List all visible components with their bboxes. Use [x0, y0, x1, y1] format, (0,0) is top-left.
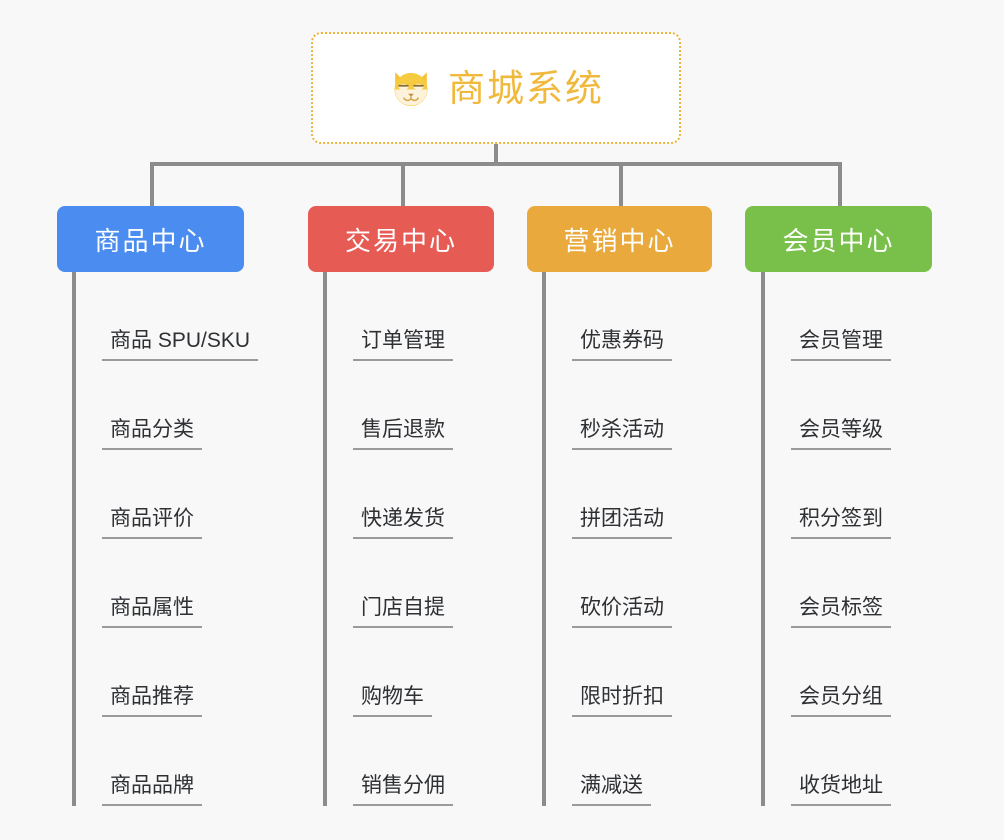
connector-drop-2	[401, 162, 405, 206]
list-item-label: 商品评价	[102, 508, 202, 539]
branch-2-trunk	[323, 272, 327, 806]
list-item[interactable]: 满减送	[542, 717, 651, 806]
list-item[interactable]: 商品 SPU/SKU	[72, 272, 259, 361]
list-item-label: 购物车	[353, 686, 432, 717]
category-header-3-label: 营销中心	[563, 225, 676, 256]
list-item-label: 销售分佣	[353, 775, 453, 806]
list-item[interactable]: 秒杀活动	[542, 361, 672, 450]
category-header-2[interactable]: 交易中心	[308, 206, 494, 272]
list-item-label: 商品属性	[102, 597, 202, 628]
category-header-3[interactable]: 营销中心	[527, 206, 712, 272]
category-header-2-label: 交易中心	[344, 225, 457, 256]
list-item[interactable]: 销售分佣	[323, 717, 453, 806]
category-header-1[interactable]: 商品中心	[57, 206, 244, 272]
connector-drop-3	[619, 162, 623, 206]
list-item[interactable]: 优惠券码	[542, 272, 672, 361]
list-item-label: 满减送	[572, 775, 651, 806]
list-item[interactable]: 拼团活动	[542, 450, 672, 539]
list-item[interactable]: 商品属性	[72, 539, 202, 628]
branch-3-trunk	[542, 272, 546, 806]
branch-1-trunk	[72, 272, 76, 806]
list-item-label: 快递发货	[353, 508, 453, 539]
list-item-label: 售后退款	[353, 419, 453, 450]
list-item[interactable]: 收货地址	[761, 717, 891, 806]
list-item[interactable]: 会员管理	[761, 272, 891, 361]
list-item-label: 优惠券码	[572, 330, 672, 361]
list-item[interactable]: 订单管理	[323, 272, 453, 361]
category-header-4-label: 会员中心	[782, 225, 895, 256]
list-item-label: 订单管理	[353, 330, 453, 361]
list-item[interactable]: 商品推荐	[72, 628, 202, 717]
branch-4-trunk	[761, 272, 765, 806]
list-item[interactable]: 积分签到	[761, 450, 891, 539]
list-item-label: 秒杀活动	[572, 419, 672, 450]
list-item[interactable]: 限时折扣	[542, 628, 672, 717]
list-item[interactable]: 商品品牌	[72, 717, 202, 806]
connector-root-stem	[494, 144, 498, 164]
root-title: 商城系统	[448, 67, 604, 109]
list-item-label: 商品 SPU/SKU	[102, 330, 259, 361]
root-node[interactable]: 商城系统	[311, 32, 681, 144]
list-item-label: 会员标签	[791, 597, 891, 628]
list-item[interactable]: 会员标签	[761, 539, 891, 628]
list-item-label: 门店自提	[353, 597, 453, 628]
list-item[interactable]: 商品评价	[72, 450, 202, 539]
category-header-1-label: 商品中心	[94, 225, 207, 256]
connector-horizontal-bus	[150, 162, 840, 166]
list-item[interactable]: 购物车	[323, 628, 432, 717]
list-item-label: 商品品牌	[102, 775, 202, 806]
list-item-label: 积分签到	[791, 508, 891, 539]
list-item-label: 会员分组	[791, 686, 891, 717]
list-item[interactable]: 会员分组	[761, 628, 891, 717]
list-item[interactable]: 砍价活动	[542, 539, 672, 628]
list-item-label: 会员等级	[791, 419, 891, 450]
list-item[interactable]: 门店自提	[323, 539, 453, 628]
list-item[interactable]: 会员等级	[761, 361, 891, 450]
list-item-label: 会员管理	[791, 330, 891, 361]
list-item-label: 砍价活动	[572, 597, 672, 628]
connector-drop-1	[150, 162, 154, 206]
list-item[interactable]: 商品分类	[72, 361, 202, 450]
list-item-label: 限时折扣	[572, 686, 672, 717]
category-header-4[interactable]: 会员中心	[745, 206, 932, 272]
list-item-label: 商品推荐	[102, 686, 202, 717]
dog-face-icon	[388, 65, 434, 111]
list-item-label: 商品分类	[102, 419, 202, 450]
connector-drop-4	[838, 162, 842, 206]
list-item-label: 拼团活动	[572, 508, 672, 539]
list-item[interactable]: 售后退款	[323, 361, 453, 450]
list-item[interactable]: 快递发货	[323, 450, 453, 539]
list-item-label: 收货地址	[791, 775, 891, 806]
